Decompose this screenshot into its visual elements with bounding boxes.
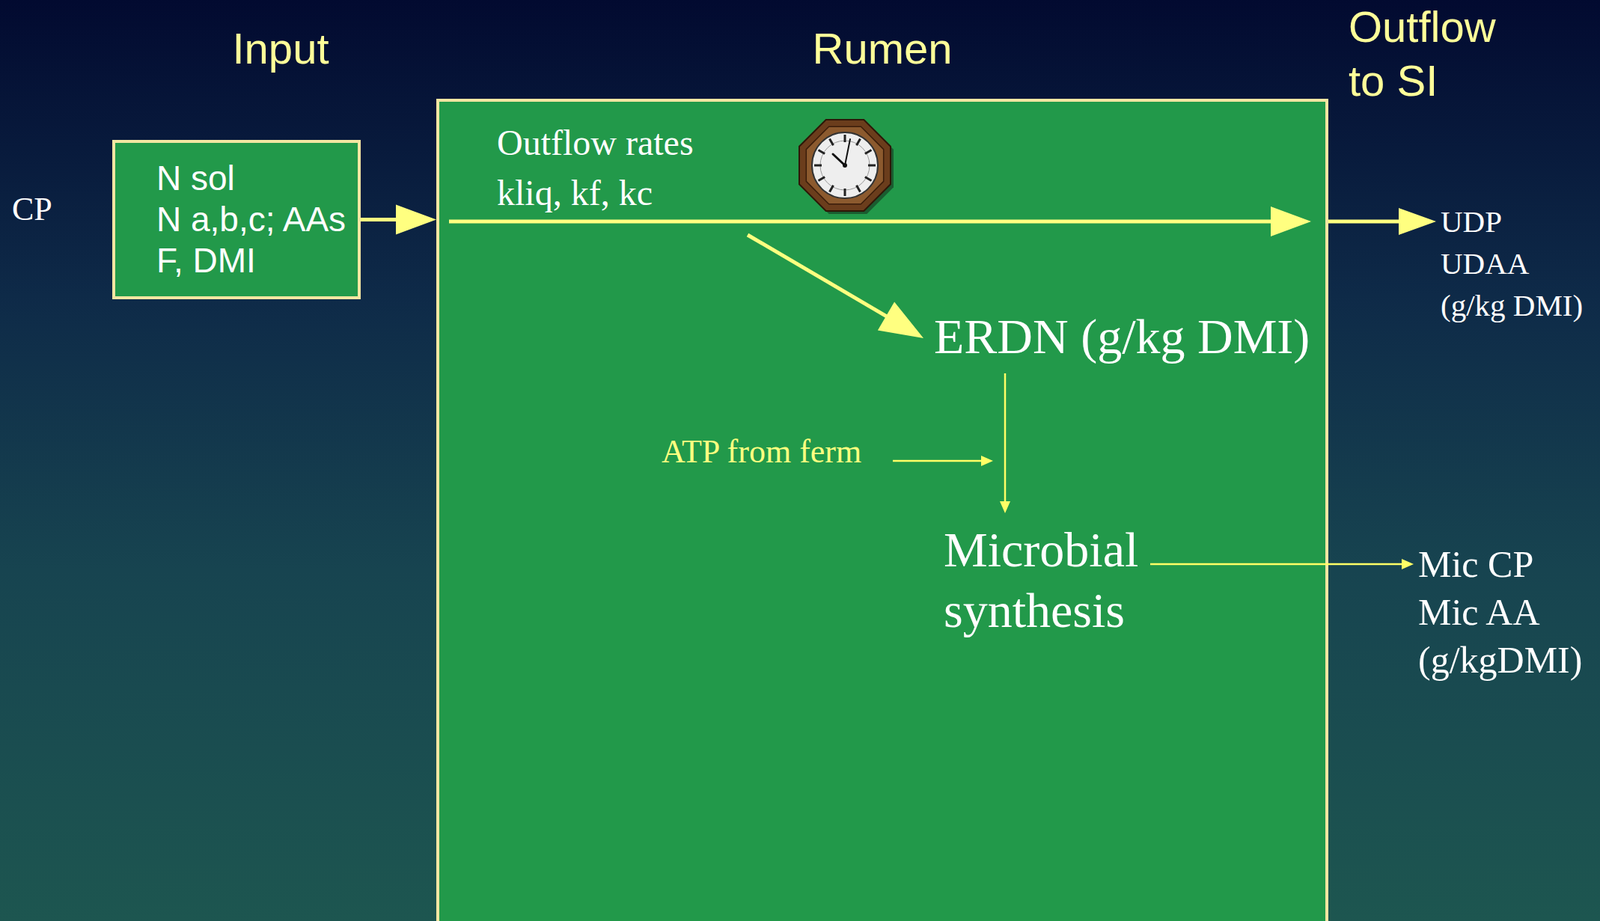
arrow-head	[981, 455, 994, 467]
clock-icon	[799, 119, 894, 215]
arrow-head	[1270, 206, 1312, 237]
arrow-head	[1401, 559, 1414, 570]
microbial-output: Mic CPMic AA(g/kgDMI)	[1413, 540, 1584, 685]
input-variable: F, DMI	[156, 240, 256, 282]
connector-line	[1150, 563, 1404, 566]
clock-ring	[820, 140, 870, 191]
atp-label: ATP from ferm	[661, 432, 862, 472]
outflow-line	[449, 220, 1273, 224]
column-heading: Outflow to SI	[1348, 0, 1521, 108]
clock-bevel	[805, 126, 884, 204]
erdn-node: ERDN (g/kg DMI)	[932, 299, 1315, 374]
input-variable: N sol	[156, 157, 235, 200]
clock-shadow	[802, 122, 894, 215]
arrow-head	[877, 302, 924, 339]
clock-tick	[829, 138, 834, 146]
label-holder: Outflow rates kliq, kf, kc	[496, 117, 722, 218]
output-text: (g/kgDMI)	[1418, 636, 1583, 685]
arrow-head	[1398, 208, 1437, 235]
column-heading: Input	[205, 26, 356, 71]
clock-tick	[814, 164, 822, 167]
clock-tick	[817, 177, 825, 182]
arrow-head	[999, 501, 1011, 514]
clock-face	[811, 132, 878, 199]
clock-tick	[817, 150, 825, 155]
clock-tick	[865, 150, 872, 155]
degradation-arrow	[747, 234, 888, 318]
rumen-compartment: RumenERDN (g/kg DMI)Microbial synthesis	[436, 98, 1329, 921]
output-text: UDAA	[1440, 242, 1529, 285]
output-text: UDP	[1440, 200, 1502, 243]
clock-tick	[844, 188, 847, 197]
clock-tick	[829, 185, 834, 193]
clock-tick	[844, 134, 847, 143]
clock-tick	[856, 185, 861, 193]
process-text: ERDN (g/kg DMI)	[933, 306, 1310, 366]
microbial-synthesis-node: Microbial synthesis	[942, 513, 1151, 647]
connector-line	[1004, 373, 1007, 503]
input-label: CP	[11, 190, 53, 229]
clock-tick	[868, 164, 876, 167]
input-box: N solN a,b,c; AAsF, DMI	[112, 139, 361, 300]
atp-arrow	[892, 460, 983, 463]
arrow-head	[395, 205, 437, 235]
output-text: Mic CP	[1418, 540, 1534, 589]
label-holder: CP	[11, 190, 53, 229]
label-holder: Outflow to SI	[1348, 0, 1521, 108]
compartment-heading: Rumen	[439, 26, 1326, 71]
clock-tick	[856, 138, 861, 146]
clock-hand	[844, 139, 851, 166]
process-text: Microbial synthesis	[943, 519, 1139, 641]
clock-hand	[832, 154, 845, 166]
flow-arrow	[999, 373, 1011, 514]
clock-pin	[842, 163, 848, 168]
output-text: (g/kg DMI)	[1440, 284, 1583, 327]
label-holder: ATP from ferm	[661, 432, 862, 472]
outflow-rates-note: Outflow rates kliq, kf, kc	[496, 117, 722, 218]
flow-arrow	[360, 205, 437, 235]
flow-arrow	[1328, 208, 1437, 235]
label-holder: Input	[205, 26, 356, 71]
clock-frame	[799, 119, 891, 212]
connector-line	[1328, 220, 1401, 224]
clock-ticks	[814, 134, 876, 197]
clock-tick	[865, 177, 872, 182]
input-variable: N a,b,c; AAs	[156, 199, 346, 241]
connector-line	[360, 217, 398, 222]
output-text: Mic AA	[1418, 588, 1541, 637]
udp-output: UDPUDAA(g/kg DMI)	[1436, 200, 1585, 327]
flow-arrow	[1150, 559, 1414, 570]
